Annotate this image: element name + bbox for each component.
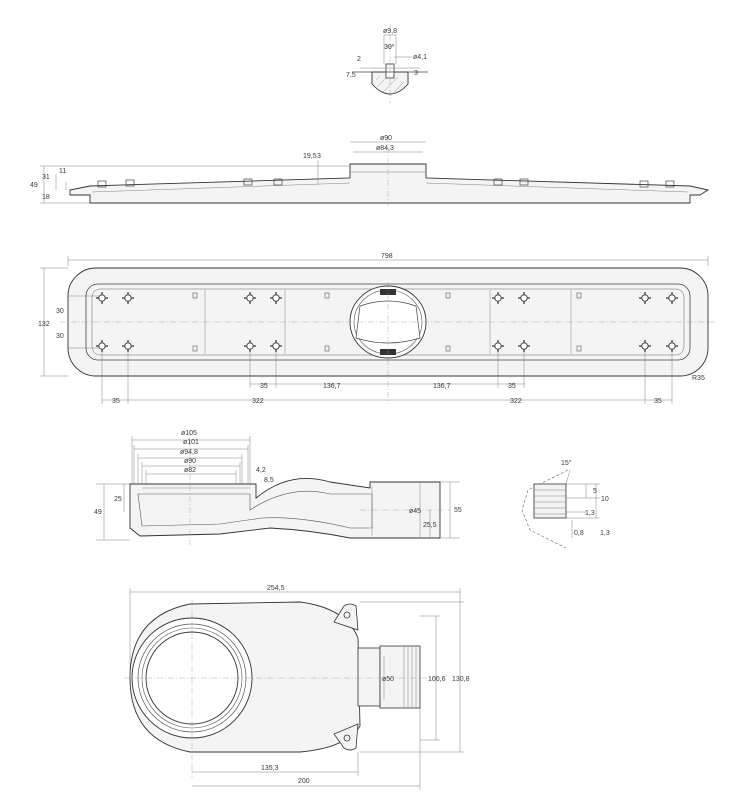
mounting-clip (244, 340, 256, 352)
dim-18: 18 (42, 194, 50, 201)
mounting-clip (122, 292, 134, 304)
dim-136-7-b: 136,7 (433, 383, 451, 390)
siphon-plan-view: 254,5 ø50 100,6 130,8 135,3 200 (124, 585, 470, 790)
dim-35-a: 35 (260, 383, 268, 390)
side-view-body (69, 163, 710, 204)
dim-7-5: 7,5 (346, 72, 356, 79)
dim-inner-dia: ø84,3 (376, 145, 394, 152)
dim-55: 55 (454, 507, 462, 514)
mounting-clip (122, 340, 134, 352)
dim-31: 31 (42, 174, 50, 181)
dim-11: 11 (59, 168, 66, 175)
mounting-clip (492, 340, 504, 352)
plan-view: 798 132 30 30 R35 35 136,7 136,7 35 35 3… (38, 253, 716, 405)
top-detail-view: ø9,8 30° ø4,1 2 7,5 3 (346, 24, 428, 104)
mounting-clip (244, 292, 256, 304)
mounting-clips (96, 292, 678, 352)
siphon-outlet-pipe (379, 645, 421, 709)
dim-135-3: 135,3 (261, 765, 279, 772)
dim-siphon-49: 49 (94, 509, 102, 516)
mounting-clip (639, 340, 651, 352)
dim-322-a: 322 (252, 398, 264, 405)
dim-130-8: 130,8 (452, 676, 470, 683)
dim-seal-1-3-b: 1,3 (600, 530, 610, 537)
siphon-section-view: ø105 ø101 ø94,8 ø90 ø82 4,2 8,5 25 49 ø4… (94, 430, 462, 545)
dim-25-5: 25,5 (423, 522, 437, 529)
siphon-section-body (129, 477, 441, 539)
dim-siphon-90: ø90 (184, 458, 196, 465)
dim-105: ø105 (181, 430, 197, 437)
mounting-clip (96, 340, 108, 352)
dim-45: ø45 (409, 508, 421, 515)
dim-seal-1-3-a: 1,3 (585, 510, 595, 517)
dim-101: ø101 (183, 439, 199, 446)
dim-30-bottom: 30 (56, 333, 64, 340)
dim-outer-dia: ø90 (380, 135, 392, 142)
siphon-flange-bottom (333, 723, 359, 751)
dim-length: 798 (381, 253, 393, 260)
dim-82: ø82 (184, 467, 196, 474)
dim-19-5: 19,5 (303, 153, 317, 160)
seal-body (533, 483, 567, 519)
mounting-clip (270, 292, 282, 304)
mounting-clip (96, 292, 108, 304)
mounting-clip (518, 292, 530, 304)
dim-8-5: 8,5 (264, 477, 274, 484)
dim-4-2: 4,2 (256, 467, 266, 474)
dim-136-7-a: 136,7 (323, 383, 341, 390)
dim-seal-10: 10 (601, 496, 609, 503)
dim-30-top: 30 (56, 308, 64, 315)
dim-seal-5: 5 (593, 488, 597, 495)
dim-200: 200 (298, 778, 310, 785)
dim-seal-angle: 15° (561, 459, 572, 467)
mounting-clip (518, 340, 530, 352)
plan-drain-tab-top (380, 289, 396, 295)
dim-100-6: 100,6 (428, 676, 446, 683)
dim-angle: 30° (384, 43, 395, 51)
dim-seal-0-8: 0,8 (574, 530, 584, 537)
dim-radius: R35 (692, 375, 705, 382)
dim-side-3: 3 (317, 153, 321, 160)
mounting-clip (666, 340, 678, 352)
siphon-flange-top (333, 603, 359, 631)
dim-small-dia: ø4,1 (413, 54, 427, 61)
dim-322-b: 322 (510, 398, 522, 405)
siphon-outlet-neck (357, 647, 381, 707)
mounting-clip (270, 340, 282, 352)
mounting-clip (492, 292, 504, 304)
dim-25: 25 (114, 496, 122, 503)
dim-50: ø50 (382, 676, 394, 683)
seal-detail-view: 15° 5 10 1,3 0,8 1,3 (521, 459, 610, 549)
dim-35-c: 35 (112, 398, 120, 405)
dim-width: 132 (38, 321, 50, 328)
dim-2: 2 (357, 56, 361, 63)
dim-254-5: 254,5 (267, 585, 285, 592)
mounting-clip (666, 292, 678, 304)
dim-35-b: 35 (508, 383, 516, 390)
dim-hole-dia: ø9,8 (383, 28, 397, 35)
dim-side-49: 49 (30, 182, 38, 189)
mounting-clip (639, 292, 651, 304)
side-view: ø90 ø84,3 19,5 3 11 31 49 18 (30, 135, 710, 206)
dim-94-8: ø94,8 (180, 449, 198, 456)
dim-35-d: 35 (654, 398, 662, 405)
dim-3: 3 (414, 70, 418, 77)
